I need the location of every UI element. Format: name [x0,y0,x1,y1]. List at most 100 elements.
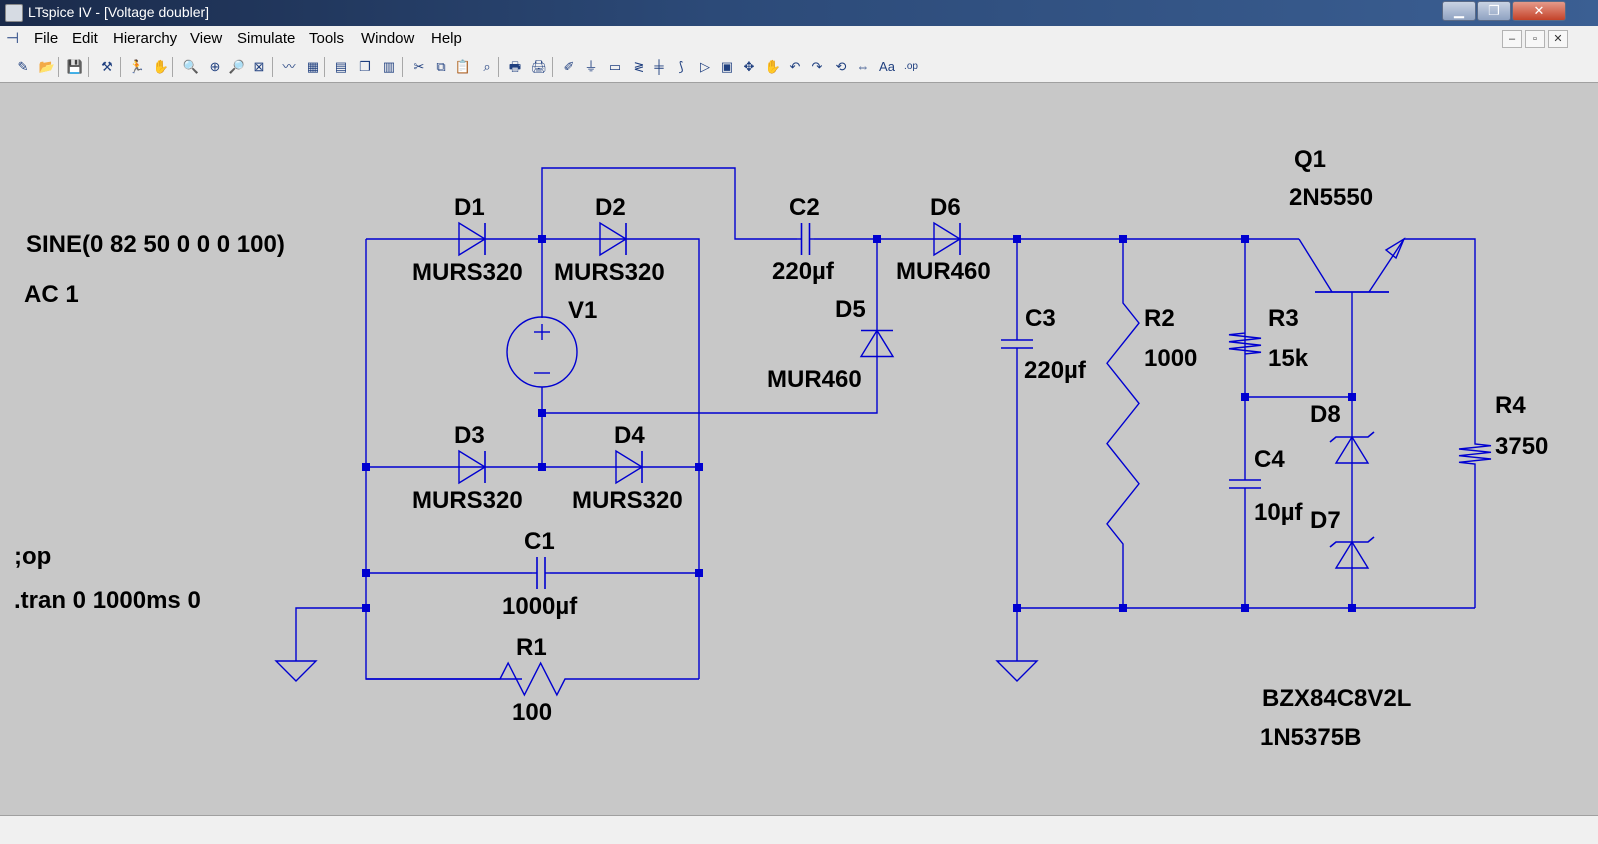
rotate-icon[interactable]: ⟲ [835,59,847,74]
d4-diode[interactable] [615,449,644,485]
d8-value[interactable]: BZX84C8V2L [1262,685,1411,712]
r3-resistor[interactable] [1228,290,1262,397]
r1-resistor[interactable] [366,661,699,697]
r1-value[interactable]: 100 [512,699,552,726]
autorange-icon[interactable]: 〰 [282,59,296,74]
waveform-icon[interactable]: ▦ [306,59,320,74]
ac-directive[interactable]: AC 1 [24,281,79,308]
c1-ref[interactable]: C1 [524,528,555,555]
zoom-in-icon[interactable]: 🔍 [182,59,200,74]
d3-value[interactable]: MURS320 [412,487,523,514]
new-schematic-icon[interactable]: ✎ [17,59,29,74]
d1-value[interactable]: MURS320 [412,259,523,286]
q1-value[interactable]: 2N5550 [1289,184,1373,211]
c2-ref[interactable]: C2 [789,194,820,221]
copy-icon[interactable]: ⧉ [436,59,446,74]
c1-value[interactable]: 1000µf [502,593,578,620]
tran-directive[interactable]: .tran 0 1000ms 0 [14,587,201,614]
v1-ref[interactable]: V1 [568,297,597,324]
resistor-icon[interactable]: ≷ [633,59,645,74]
move-icon[interactable]: ✥ [743,59,755,74]
d7-ref[interactable]: D7 [1310,507,1341,534]
redo-icon[interactable]: ↷ [811,59,823,74]
r2-ref[interactable]: R2 [1144,305,1175,332]
menu-edit[interactable]: Edit [72,30,98,47]
r3-ref[interactable]: R3 [1268,305,1299,332]
menu-hierarchy[interactable]: Hierarchy [113,30,178,47]
d6-value[interactable]: MUR460 [896,258,991,285]
tile-vertical-icon[interactable]: ▥ [382,59,396,74]
c2-capacitor[interactable] [797,223,814,255]
d3-ref[interactable]: D3 [454,422,485,449]
ground-icon[interactable]: ⏚ [584,59,598,74]
v1-voltage-source[interactable] [506,239,578,467]
c3-ref[interactable]: C3 [1025,305,1056,332]
halt-icon[interactable]: ✋ [152,59,170,74]
zoom-fit-icon[interactable]: ⊠ [253,59,265,74]
ground-symbol-right[interactable] [995,660,1039,682]
source-directive[interactable]: SINE(0 82 50 0 0 0 100) [26,231,285,258]
cut-icon[interactable]: ✂ [413,59,425,74]
r4-resistor[interactable] [1458,380,1492,528]
mirror-icon[interactable]: ⇔ [856,59,870,74]
maximize-button[interactable]: ❐ [1477,1,1511,21]
zoom-out-icon[interactable]: 🔎 [228,59,246,74]
r4-value[interactable]: 3750 [1495,433,1548,460]
r4-ref[interactable]: R4 [1495,392,1526,419]
capacitor-icon[interactable]: ╪ [654,59,664,74]
control-panel-icon[interactable]: ⚒ [101,59,113,74]
d8-ref[interactable]: D8 [1310,401,1341,428]
schematic-canvas[interactable]: SINE(0 82 50 0 0 0 100) AC 1 ;op .tran 0… [2,84,1596,814]
tile-horizontal-icon[interactable]: ▤ [334,59,348,74]
open-icon[interactable]: 📂 [38,59,56,74]
d7-value[interactable]: 1N5375B [1260,724,1361,751]
q1-transistor[interactable] [1298,237,1406,397]
mdi-minimize-button[interactable]: – [1502,30,1522,48]
print-setup-icon[interactable]: 🖶 [508,59,522,74]
diode-icon[interactable]: ▷ [700,59,710,74]
minimize-button[interactable]: ▁ [1442,1,1476,21]
run-icon[interactable]: 🏃 [128,59,146,74]
menu-tools[interactable]: Tools [309,30,345,47]
c3-value[interactable]: 220µf [1024,357,1087,384]
close-button[interactable]: ✕ [1512,1,1566,21]
menu-file[interactable]: File [34,30,59,47]
d4-value[interactable]: MURS320 [572,487,683,514]
c4-capacitor[interactable] [1229,478,1261,490]
d1-ref[interactable]: D1 [454,194,485,221]
menu-simulate[interactable]: Simulate [237,30,296,47]
d5-diode[interactable] [859,329,895,358]
ltspice-app-icon[interactable] [5,4,23,22]
c4-value[interactable]: 10µf [1254,499,1304,526]
undo-icon[interactable]: ↶ [789,59,801,74]
c2-value[interactable]: 220µf [772,258,835,285]
find-icon[interactable]: ⌕ [483,59,491,74]
d2-ref[interactable]: D2 [595,194,626,221]
d1-diode[interactable] [457,221,487,257]
q1-ref[interactable]: Q1 [1294,146,1326,173]
drag-icon[interactable]: ✋ [764,59,782,74]
ground-symbol-left[interactable] [274,660,318,682]
d5-value[interactable]: MUR460 [767,366,862,393]
save-icon[interactable]: 💾 [66,59,84,74]
d2-value[interactable]: MURS320 [554,259,665,286]
menu-help[interactable]: Help [431,30,462,47]
r3-value[interactable]: 15k [1268,345,1309,372]
label-net-icon[interactable]: ▭ [608,59,622,74]
d3-diode[interactable] [457,449,487,485]
mdi-restore-button[interactable]: ▫ [1525,30,1545,48]
menu-window[interactable]: Window [361,30,415,47]
component-icon[interactable]: ▣ [720,59,734,74]
d4-ref[interactable]: D4 [614,422,645,449]
c3-capacitor[interactable] [1001,335,1033,353]
op-directive[interactable]: ;op [14,543,51,570]
paste-icon[interactable]: 📋 [454,59,472,74]
r2-resistor[interactable] [1106,239,1140,608]
c4-ref[interactable]: C4 [1254,446,1285,473]
d7-zener[interactable] [1329,536,1375,570]
d8-zener[interactable] [1329,431,1375,465]
d6-ref[interactable]: D6 [930,194,961,221]
print-icon[interactable]: 🖨 [530,59,548,74]
wire-icon[interactable]: ✐ [563,59,575,74]
zoom-pan-icon[interactable]: ⊕ [209,59,221,74]
